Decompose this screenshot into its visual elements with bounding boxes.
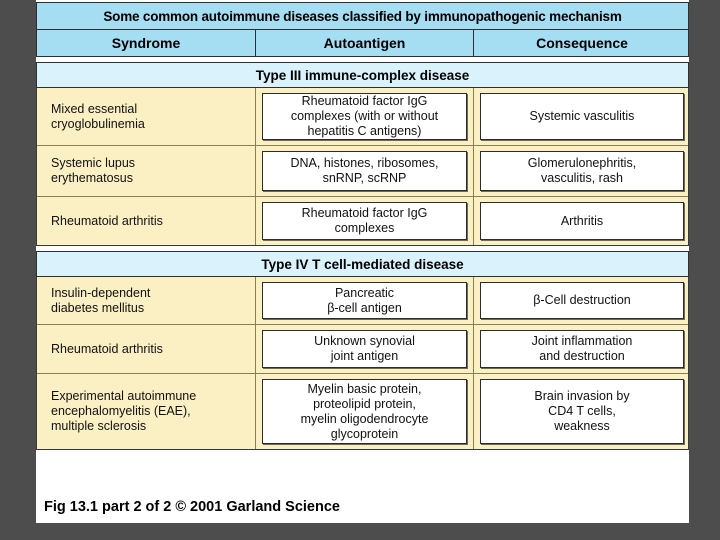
table-row: Insulin-dependent diabetes mellitus Panc… — [37, 277, 688, 325]
consequence-box: Joint inflammation and destruction — [480, 330, 684, 368]
cell-consequence: Arthritis — [474, 197, 690, 245]
autoantigen-box: Unknown synovial joint antigen — [262, 330, 467, 368]
consequence-box: Brain invasion by CD4 T cells, weakness — [480, 379, 684, 444]
cell-syndrome: Insulin-dependent diabetes mellitus — [37, 277, 256, 324]
column-header-autoantigen-label: Autoantigen — [323, 35, 406, 51]
autoantigen-box: Rheumatoid factor IgG complexes (with or… — [262, 93, 467, 140]
section-band-type-iii: Type III immune-complex disease — [36, 62, 689, 88]
column-header-row: Syndrome Autoantigen Consequence — [36, 30, 689, 57]
autoantigen-box: Myelin basic protein, proteolipid protei… — [262, 379, 467, 444]
spacer-above-section-1 — [36, 57, 689, 62]
column-header-syndrome: Syndrome — [37, 30, 256, 56]
column-header-autoantigen: Autoantigen — [256, 30, 474, 56]
cell-consequence: Glomerulonephritis, vasculitis, rash — [474, 146, 690, 196]
cell-syndrome: Rheumatoid arthritis — [37, 325, 256, 373]
table-title-band: Some common autoimmune diseases classifi… — [36, 2, 689, 30]
section-band-type-iv-label: Type IV T cell-mediated disease — [261, 256, 464, 272]
column-header-consequence-label: Consequence — [536, 35, 628, 51]
cell-autoantigen: Unknown synovial joint antigen — [256, 325, 474, 373]
consequence-box: Systemic vasculitis — [480, 93, 684, 140]
cell-syndrome: Experimental autoimmune encephalomyeliti… — [37, 374, 256, 449]
table-row: Rheumatoid arthritis Rheumatoid factor I… — [37, 197, 688, 245]
cell-autoantigen: Rheumatoid factor IgG complexes — [256, 197, 474, 245]
cell-syndrome: Rheumatoid arthritis — [37, 197, 256, 245]
cell-autoantigen: Pancreatic β-cell antigen — [256, 277, 474, 324]
figure-caption-text: Fig 13.1 part 2 of 2 © 2001 Garland Scie… — [44, 499, 340, 515]
cell-consequence: β-Cell destruction — [474, 277, 690, 324]
consequence-box: Glomerulonephritis, vasculitis, rash — [480, 151, 684, 191]
spacer-above-section-2 — [36, 246, 689, 251]
cell-consequence: Systemic vasculitis — [474, 88, 690, 145]
table-row: Mixed essential cryoglobulinemia Rheumat… — [37, 88, 688, 146]
column-header-consequence: Consequence — [474, 30, 690, 56]
cell-consequence: Brain invasion by CD4 T cells, weakness — [474, 374, 690, 449]
section-body-type-iii: Mixed essential cryoglobulinemia Rheumat… — [36, 88, 689, 246]
autoimmune-disease-table: Some common autoimmune diseases classifi… — [36, 2, 689, 488]
page-title: Some common autoimmune diseases classifi… — [103, 8, 622, 24]
section-band-type-iv: Type IV T cell-mediated disease — [36, 251, 689, 277]
autoantigen-box: Pancreatic β-cell antigen — [262, 282, 467, 319]
figure-caption: Fig 13.1 part 2 of 2 © 2001 Garland Scie… — [36, 492, 689, 522]
autoantigen-box: Rheumatoid factor IgG complexes — [262, 202, 467, 240]
section-band-type-iii-label: Type III immune-complex disease — [255, 67, 470, 83]
table-row: Rheumatoid arthritis Unknown synovial jo… — [37, 325, 688, 374]
autoantigen-box: DNA, histones, ribosomes, snRNP, scRNP — [262, 151, 467, 191]
consequence-box: Arthritis — [480, 202, 684, 240]
section-body-type-iv: Insulin-dependent diabetes mellitus Panc… — [36, 277, 689, 450]
table-row: Systemic lupus erythematosus DNA, histon… — [37, 146, 688, 197]
consequence-box: β-Cell destruction — [480, 282, 684, 319]
cell-syndrome: Systemic lupus erythematosus — [37, 146, 256, 196]
cell-autoantigen: DNA, histones, ribosomes, snRNP, scRNP — [256, 146, 474, 196]
cell-consequence: Joint inflammation and destruction — [474, 325, 690, 373]
column-header-syndrome-label: Syndrome — [111, 35, 181, 51]
figure-panel: Some common autoimmune diseases classifi… — [36, 0, 689, 523]
table-row: Experimental autoimmune encephalomyeliti… — [37, 374, 688, 449]
cell-autoantigen: Rheumatoid factor IgG complexes (with or… — [256, 88, 474, 145]
cell-autoantigen: Myelin basic protein, proteolipid protei… — [256, 374, 474, 449]
cell-syndrome: Mixed essential cryoglobulinemia — [37, 88, 256, 145]
